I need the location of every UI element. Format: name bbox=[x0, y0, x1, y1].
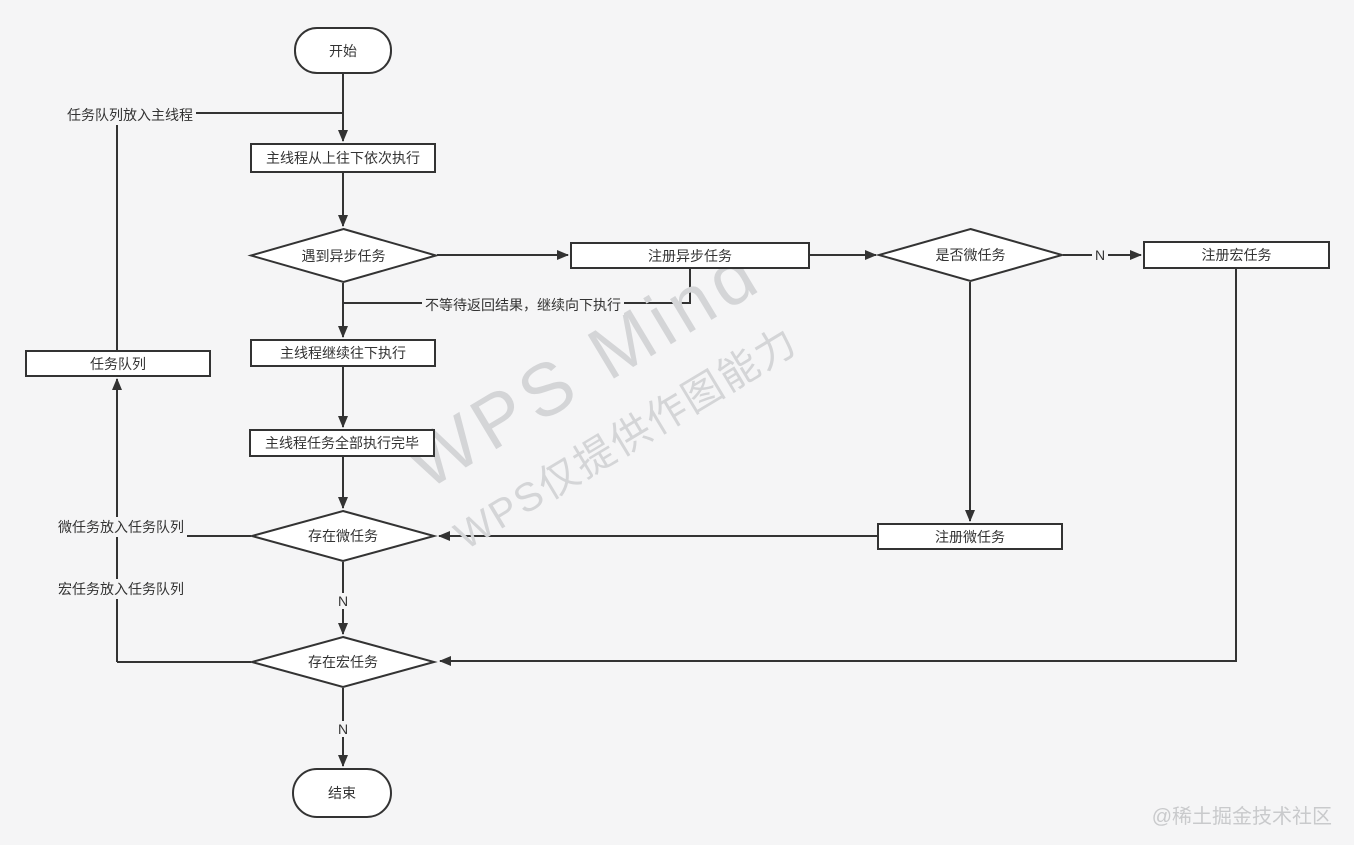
edge-label-macro-to-queue: 宏任务放入任务队列 bbox=[55, 579, 187, 599]
node-label: 主线程任务全部执行完毕 bbox=[265, 435, 419, 451]
node-label: 开始 bbox=[329, 42, 357, 59]
node-main-continue: 主线程继续往下执行 bbox=[250, 339, 436, 367]
edge-register-macro-to-has-macro bbox=[439, 269, 1237, 666]
node-label: 是否微任务 bbox=[935, 247, 1006, 263]
node-main-execute: 主线程从上往下依次执行 bbox=[250, 143, 436, 173]
edge-label-micro-to-queue: 微任务放入任务队列 bbox=[55, 517, 187, 537]
node-label: 结束 bbox=[328, 785, 356, 801]
node-has-micro: 存在微任务 bbox=[248, 509, 438, 563]
node-label: 存在微任务 bbox=[308, 528, 378, 544]
edge-label-n-has-macro: N bbox=[335, 721, 352, 737]
edge-label-no-wait: 不等待返回结果，继续向下执行 bbox=[422, 295, 624, 315]
node-task-queue: 任务队列 bbox=[25, 350, 211, 377]
node-encounter-async: 遇到异步任务 bbox=[247, 227, 440, 284]
node-label: 存在宏任务 bbox=[308, 654, 378, 670]
node-register-macro: 注册宏任务 bbox=[1143, 241, 1330, 269]
node-label: 注册微任务 bbox=[935, 528, 1005, 545]
edge-label-n-has-micro: N bbox=[335, 593, 352, 609]
node-register-micro: 注册微任务 bbox=[877, 523, 1063, 550]
node-main-done: 主线程任务全部执行完毕 bbox=[249, 429, 435, 457]
community-watermark: @稀土掘金技术社区 bbox=[1151, 806, 1332, 828]
node-label: 主线程继续往下执行 bbox=[280, 345, 406, 361]
diamond-shape bbox=[875, 227, 1066, 283]
node-register-async: 注册异步任务 bbox=[570, 242, 810, 269]
node-label: 遇到异步任务 bbox=[301, 247, 386, 264]
node-has-macro: 存在宏任务 bbox=[248, 635, 438, 689]
edge-label-n-is-micro: N bbox=[1092, 247, 1109, 263]
diamond-shape bbox=[248, 635, 438, 689]
node-label: 注册异步任务 bbox=[648, 247, 732, 264]
node-label: 任务队列 bbox=[90, 355, 146, 372]
edge-label-queue-to-main: 任务队列放入主线程 bbox=[64, 105, 196, 125]
diamond-shape bbox=[247, 227, 440, 284]
diamond-shape bbox=[248, 509, 438, 563]
node-end: 结束 bbox=[292, 768, 392, 818]
node-label: 主线程从上往下依次执行 bbox=[266, 150, 420, 166]
node-start: 开始 bbox=[294, 27, 392, 74]
node-is-micro: 是否微任务 bbox=[875, 227, 1066, 283]
node-label: 注册宏任务 bbox=[1201, 247, 1272, 263]
